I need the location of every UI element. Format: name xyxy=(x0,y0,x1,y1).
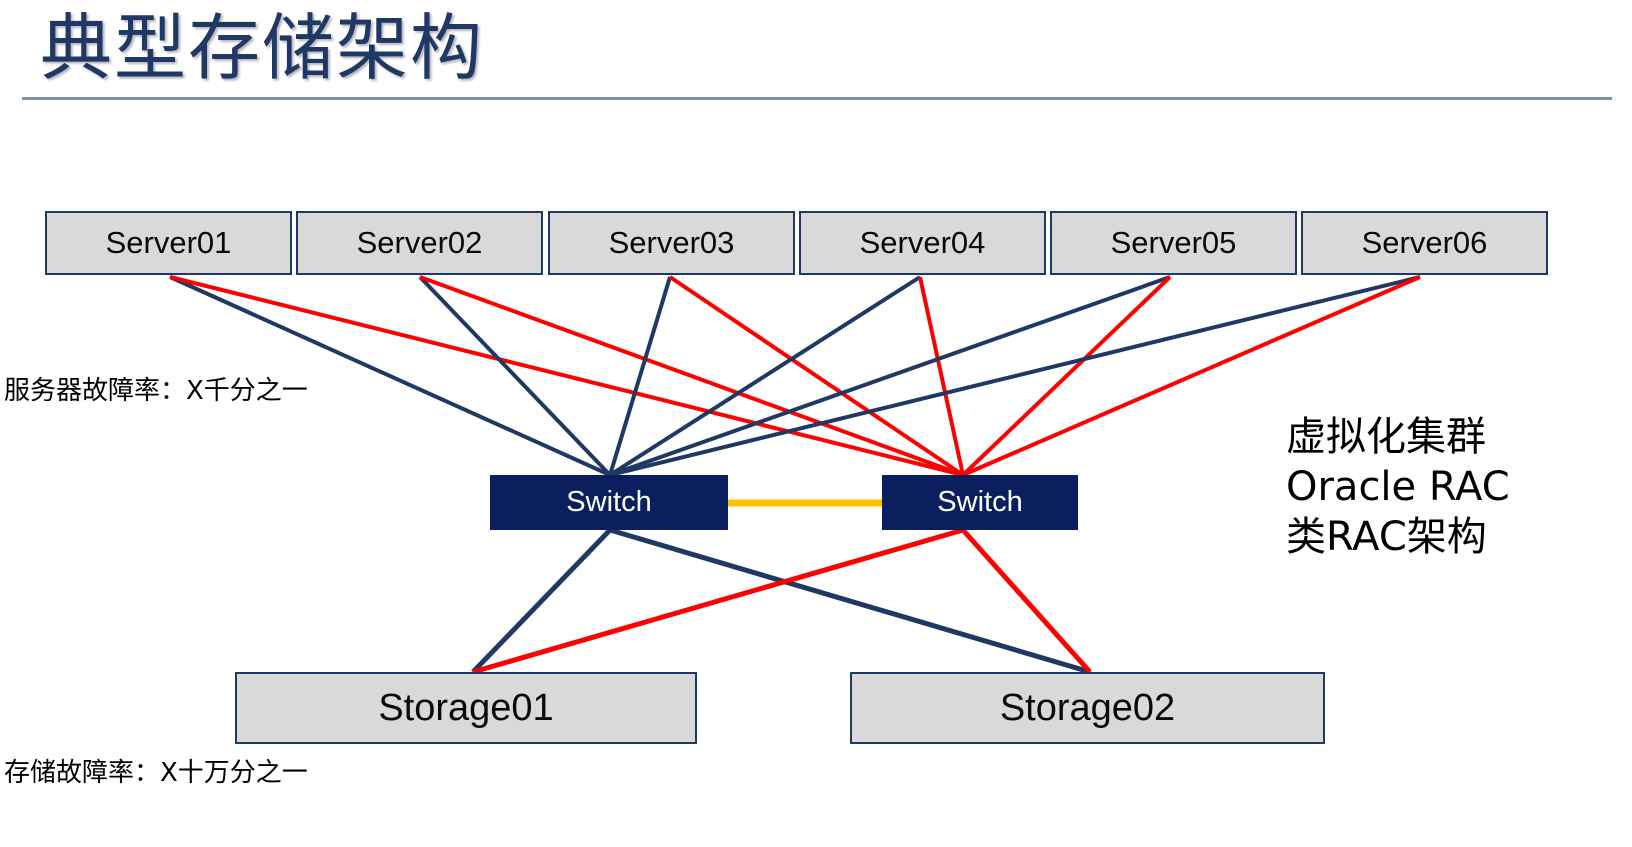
link-switch1-storage1 xyxy=(471,528,612,674)
storage-failure-rate-label: 存储故障率：X十万分之一 xyxy=(4,758,308,788)
server-node-1[interactable]: Server01 xyxy=(45,211,292,275)
server-node-4[interactable]: Server04 xyxy=(799,211,1046,275)
title-divider xyxy=(22,97,1612,100)
server-node-1-label: Server01 xyxy=(105,225,232,260)
link-server4-switch1 xyxy=(608,275,922,477)
server-node-6-label: Server06 xyxy=(1361,225,1488,260)
link-switch1-storage2 xyxy=(609,527,1091,675)
cluster-note-line-3: 类RAC架构 xyxy=(1286,514,1487,560)
switch-node-1[interactable]: Switch xyxy=(490,475,728,530)
cluster-note-line-1: 虚拟化集群 xyxy=(1286,414,1486,460)
switch-node-2[interactable]: Switch xyxy=(882,475,1078,530)
link-server6-switch2 xyxy=(962,275,1421,477)
storage-node-1-label: Storage01 xyxy=(378,686,554,729)
link-switch2-storage1 xyxy=(472,527,964,675)
storage-node-2-label: Storage02 xyxy=(999,686,1176,729)
storage-node-1[interactable]: Storage01 xyxy=(235,672,697,744)
link-server5-switch1 xyxy=(609,275,1171,477)
server-failure-rate-label: 服务器故障率：X千分之一 xyxy=(4,376,308,406)
cluster-note: 虚拟化集群 Oracle RAC 类RAC架构 xyxy=(1286,412,1510,562)
link-server3-switch2 xyxy=(668,275,965,477)
server-node-4-label: Server04 xyxy=(859,225,986,260)
server-node-2-label: Server02 xyxy=(356,225,483,260)
cluster-note-line-2: Oracle RAC xyxy=(1286,464,1510,510)
storage-node-2[interactable]: Storage02 xyxy=(850,672,1325,744)
page-title: 典型存储架构 xyxy=(40,6,485,90)
link-server1-switch1 xyxy=(169,275,611,477)
server-node-2[interactable]: Server02 xyxy=(296,211,543,275)
link-server3-switch1 xyxy=(608,276,672,476)
server-node-6[interactable]: Server06 xyxy=(1301,211,1548,275)
link-server6-switch1 xyxy=(609,275,1421,477)
switch-node-1-label: Switch xyxy=(566,486,652,518)
server-node-3[interactable]: Server03 xyxy=(548,211,795,275)
server-node-5[interactable]: Server05 xyxy=(1050,211,1297,275)
link-server2-switch1 xyxy=(418,275,612,477)
link-server4-switch2 xyxy=(918,276,965,476)
link-server2-switch2 xyxy=(419,275,964,477)
switch-node-2-label: Switch xyxy=(937,486,1023,518)
link-switch2-storage2 xyxy=(961,528,1092,674)
server-node-3-label: Server03 xyxy=(608,225,735,260)
link-server1-switch2 xyxy=(169,275,964,477)
server-node-5-label: Server05 xyxy=(1110,225,1237,260)
link-server5-switch2 xyxy=(961,275,1172,477)
